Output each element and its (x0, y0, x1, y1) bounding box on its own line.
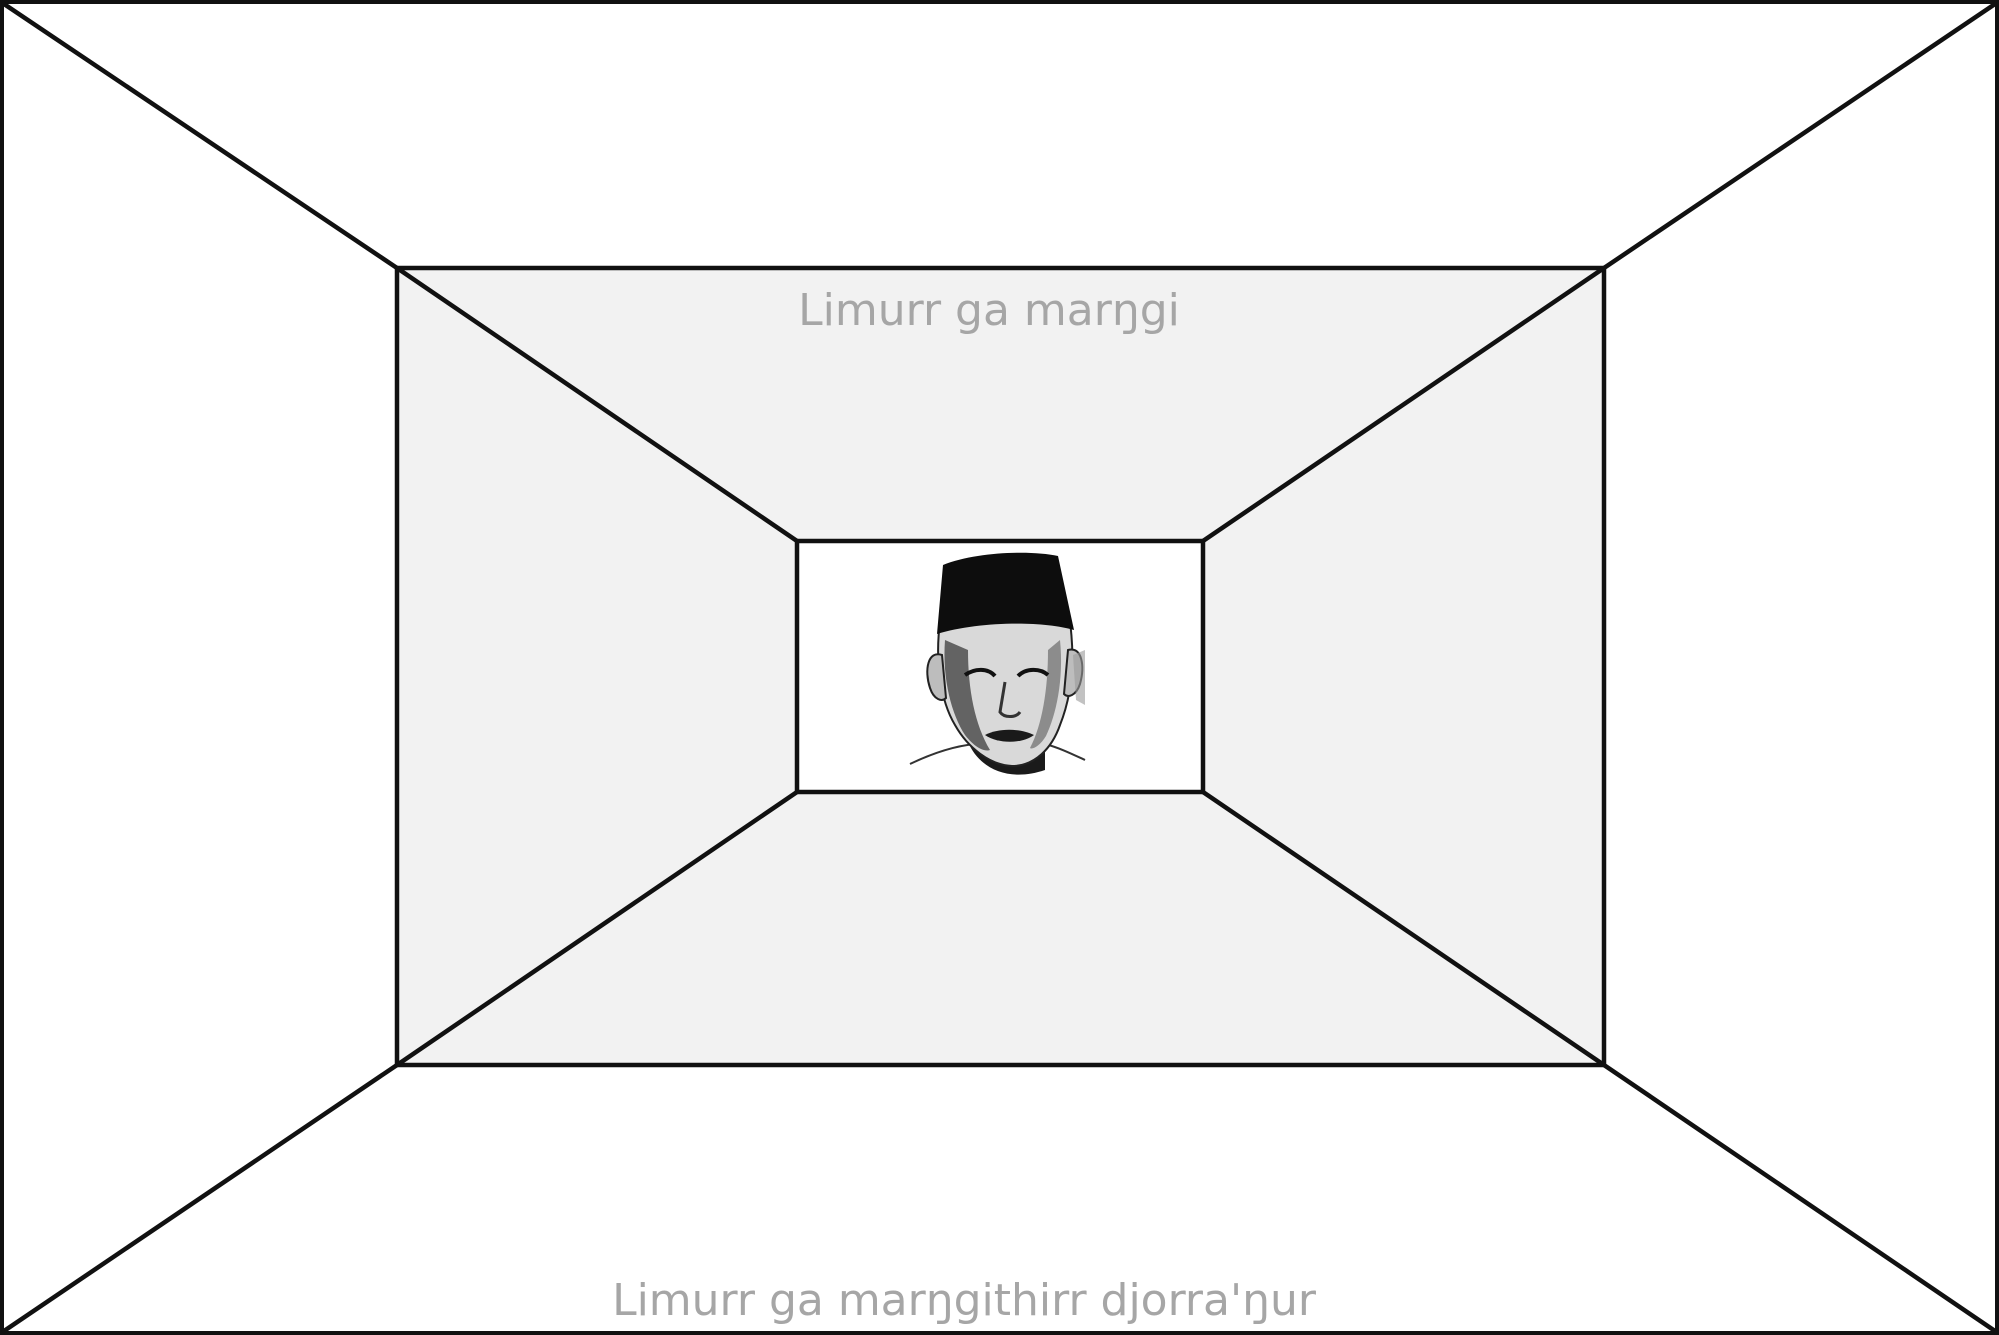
inner-top-label: Limurr ga marŋgi (798, 285, 1180, 336)
portrait-cap (937, 553, 1074, 634)
outer-bottom-label: Limurr ga marŋgithirr djorra'ŋur (612, 1275, 1317, 1326)
